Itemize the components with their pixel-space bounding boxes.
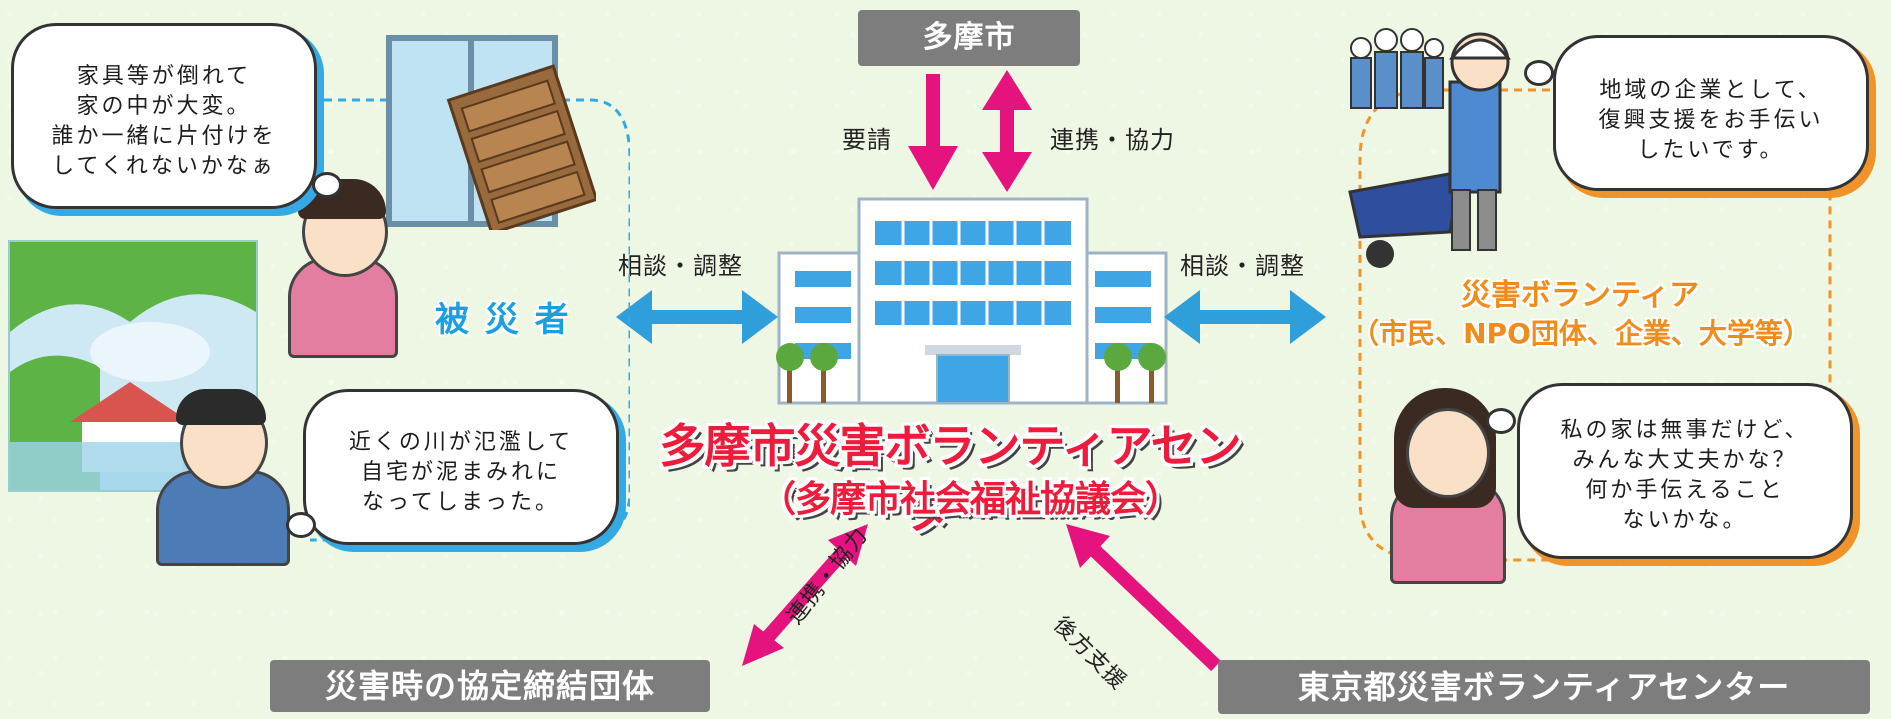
center-subtitle: （多摩市社会福祉協議会）	[759, 479, 1181, 520]
bubble-tail-dot	[286, 512, 316, 538]
request-label: 要請	[842, 126, 892, 154]
bottom-right-arrow	[1066, 524, 1221, 672]
victim-top-line-1: 家具等が倒れて	[76, 64, 252, 89]
volunteers-subtitle: （市民、NPO団体、企業、大学等）	[1351, 317, 1811, 350]
victims-label: 被 災 者	[435, 300, 571, 340]
bubble-tail-dot	[1486, 408, 1516, 434]
agreement-orgs-box: 災害時の協定締結団体	[270, 660, 710, 712]
worried-man-figure	[150, 385, 290, 566]
volunteers-title: 災害ボランティア	[1460, 278, 1700, 313]
center-title: 多摩市災害ボランティアセンター	[659, 419, 1241, 539]
victim-top-line-4: してくれないかなぁ	[52, 154, 276, 179]
victim-bottom-line-3: なってしまった。	[361, 490, 561, 515]
tokyo-center-box: 東京都災害ボランティアセンター	[1218, 660, 1870, 714]
bottom-left-arrow	[742, 524, 868, 666]
consult-left-label: 相談・調整	[618, 252, 743, 280]
top-arrows	[908, 70, 1032, 192]
volunteer-speech-bubble-bottom: 私の家は無事だけど、 みんな大丈夫かな？ 何か手伝えること ないかな。	[1520, 386, 1850, 556]
victim-bottom-line-2: 自宅が泥まみれに	[360, 460, 561, 485]
volunteer-top-line-1: 地域の企業として、	[1599, 78, 1823, 103]
cooperation-top-label: 連携・協力	[1050, 126, 1175, 154]
worker-wheelbarrow-icon	[1348, 32, 1512, 268]
worried-woman-figure	[280, 175, 400, 358]
tama-city-label: 多摩市	[922, 20, 1016, 55]
left-consult-arrow	[616, 290, 778, 344]
request-arrow-head	[908, 146, 958, 190]
bubble-tail-dot	[312, 172, 342, 198]
pondering-woman-head	[1406, 408, 1490, 498]
volunteer-bottom-line-3: 何か手伝えること	[1585, 478, 1785, 503]
consult-right-label: 相談・調整	[1180, 252, 1305, 280]
tokyo-center-label: 東京都災害ボランティアセンター	[1297, 668, 1791, 706]
dresser-icon	[446, 64, 596, 230]
volunteer-bottom-line-1: 私の家は無事だけど、	[1560, 418, 1810, 443]
victim-speech-bubble-top: 家具等が倒れて 家の中が大変。 誰か一緒に片付けを してくれないかなぁ	[14, 26, 314, 206]
victim-top-line-3: 誰か一緒に片付けを	[51, 124, 277, 149]
right-consult-arrow	[1164, 290, 1326, 344]
victims-zigzag-border	[310, 98, 630, 542]
coop-arrow-head-up	[982, 70, 1032, 110]
victim-bottom-line-1: 近くの川が氾濫して	[348, 430, 574, 455]
volunteer-bottom-line-4: ないかな。	[1622, 508, 1748, 533]
coop-arrow-shaft	[1000, 106, 1014, 156]
volunteer-top-line-2: 復興支援をお手伝い	[1598, 108, 1824, 133]
tama-city-box: 多摩市	[858, 10, 1080, 66]
center-building	[776, 197, 1168, 405]
bubble-tail-dot	[1524, 60, 1554, 86]
request-arrow-shaft	[926, 74, 940, 150]
agreement-orgs-label: 災害時の協定締結団体	[324, 667, 655, 705]
flood-scene	[8, 240, 258, 492]
coop-arrow-head-down	[982, 152, 1032, 192]
pondering-woman-figure	[1380, 388, 1510, 584]
volunteer-top-line-3: したいです。	[1637, 138, 1785, 163]
victim-top-line-2: 家の中が大変。	[76, 94, 252, 119]
workers-group-icon	[1350, 28, 1444, 109]
victim-speech-bubble-bottom: 近くの川が氾濫して 自宅が泥まみれに なってしまった。	[306, 392, 616, 542]
volunteer-bottom-line-2: みんな大丈夫かな？	[1572, 448, 1798, 473]
worried-man-hair	[176, 389, 266, 425]
volunteer-speech-bubble-top: 地域の企業として、 復興支援をお手伝い したいです。	[1556, 38, 1866, 188]
